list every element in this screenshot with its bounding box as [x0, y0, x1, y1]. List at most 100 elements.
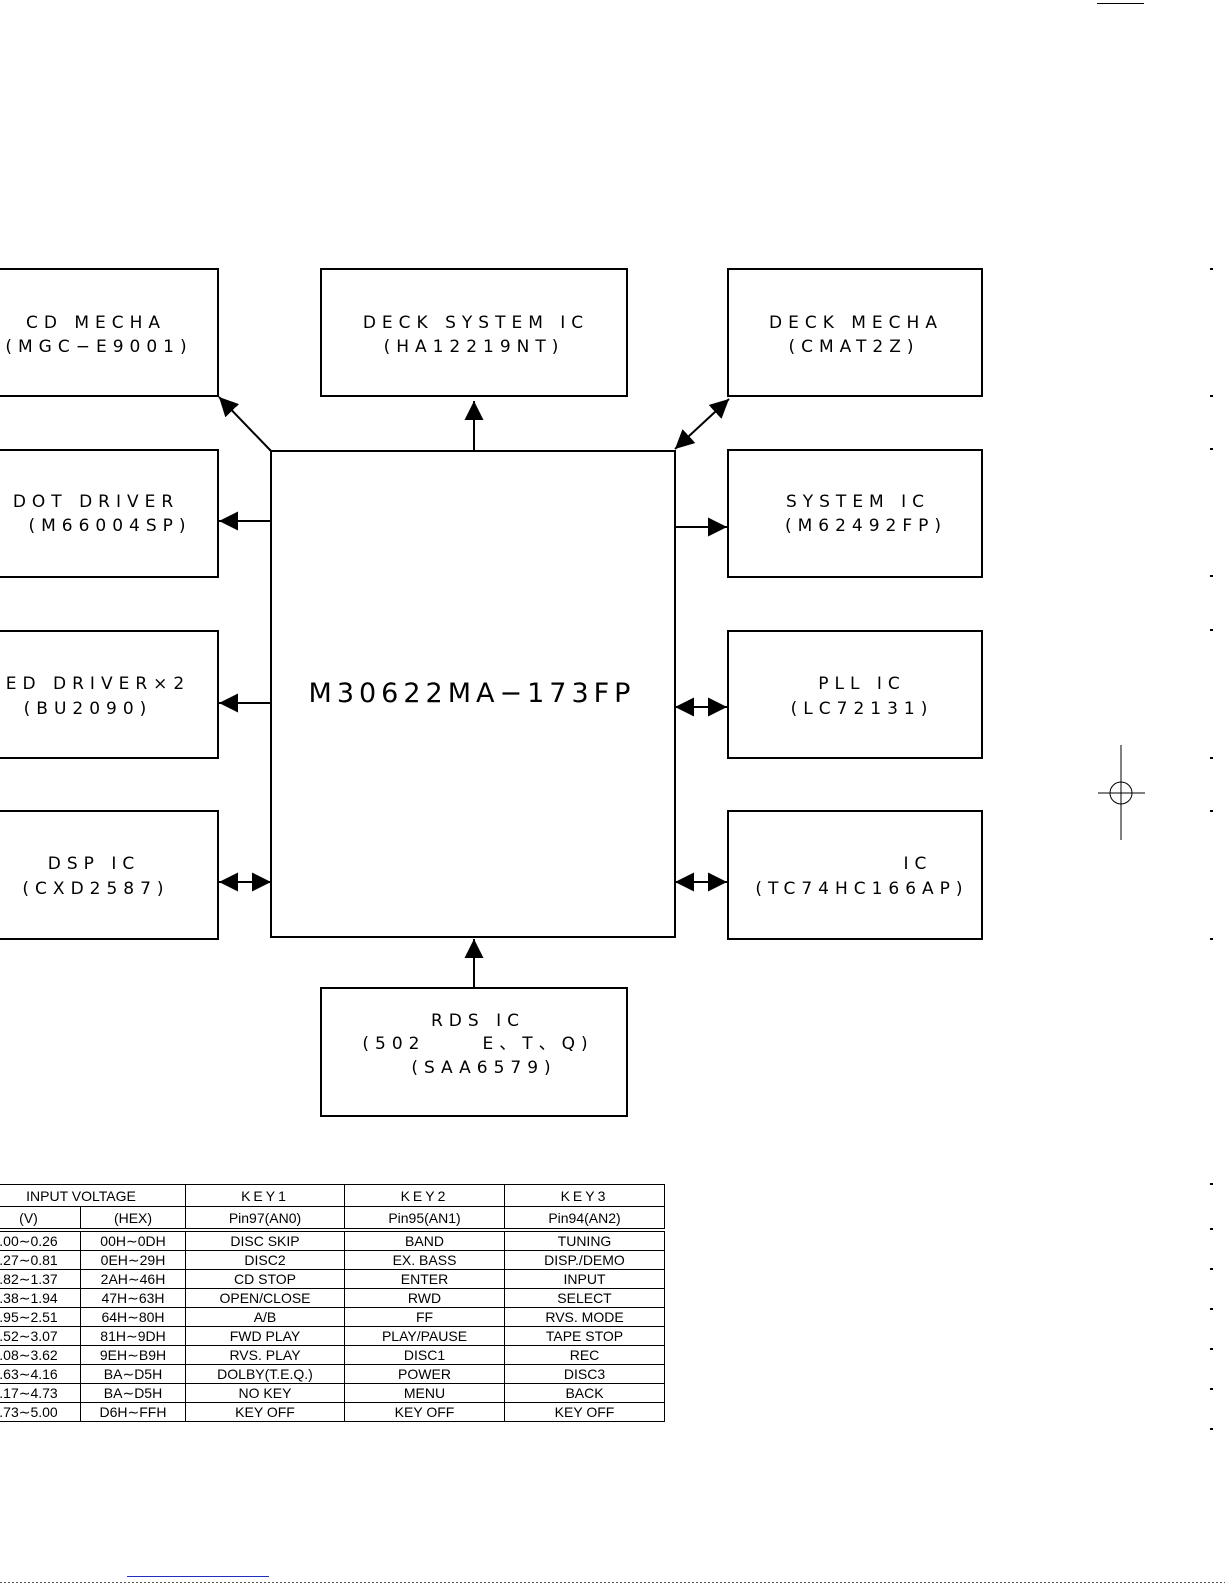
edge-tick: [1210, 575, 1213, 577]
key2-cell: DISC1: [344, 1345, 505, 1365]
rds-ic-variants: (502 E、T、Q): [362, 1034, 593, 1054]
system-ic-block: SYSTEM IC (M62492FP): [727, 449, 983, 578]
tc-ic-label: IC: [904, 854, 933, 874]
key1-cell: DOLBY(T.E.Q.): [185, 1364, 345, 1384]
key1-cell: FWD PLAY: [185, 1326, 345, 1346]
key1-cell: OPEN/CLOSE: [185, 1288, 345, 1308]
system-ic-part: (M62492FP): [785, 516, 947, 536]
key3-cell: TAPE STOP: [504, 1326, 665, 1346]
key1-cell: KEY OFF: [185, 1402, 345, 1422]
voltage-cell: .27∼0.81: [0, 1250, 81, 1270]
arrow-to-cd-mecha: [218, 396, 272, 452]
pll-ic-part: (LC72131): [791, 699, 934, 719]
rds-ic-block: RDS IC (502 E、T、Q) (SAA6579): [320, 987, 628, 1117]
hex-cell: 9EH∼B9H: [80, 1345, 186, 1365]
hex-cell: 81H∼9DH: [80, 1326, 186, 1346]
input-voltage-header: INPUT VOLTAGE: [0, 1184, 186, 1207]
key3-cell: BACK: [504, 1383, 665, 1403]
hex-cell: BA∼D5H: [80, 1383, 186, 1403]
key-voltage-table: INPUT VOLTAGE KEY1 KEY2 KEY3 (V) (HEX) P…: [0, 1184, 665, 1422]
cd-mecha-block: CD MECHA (MGC−E9001): [0, 268, 219, 397]
top-rule: [1097, 3, 1144, 4]
key2-cell: FF: [344, 1307, 505, 1327]
hex-cell: 64H∼80H: [80, 1307, 186, 1327]
registration-mark-icon: [1098, 745, 1145, 840]
key1-cell: DISC SKIP: [185, 1229, 345, 1251]
edge-tick: [1210, 1428, 1213, 1430]
pin3-header: Pin94(AN2): [504, 1206, 665, 1232]
pin2-header: Pin95(AN1): [344, 1206, 505, 1232]
edge-tick: [1210, 629, 1213, 631]
voltage-cell: .73∼5.00: [0, 1402, 81, 1422]
volt-unit-header: (V): [0, 1206, 81, 1232]
key1-cell: A/B: [185, 1307, 345, 1327]
hex-cell: 00H∼0DH: [80, 1229, 186, 1251]
hex-unit-header: (HEX): [80, 1206, 186, 1232]
key2-cell: PLAY/PAUSE: [344, 1326, 505, 1346]
hex-cell: BA∼D5H: [80, 1364, 186, 1384]
led-driver-label: ED DRIVER×2: [6, 674, 190, 694]
dot-driver-block: DOT DRIVER (M66004SP): [0, 449, 219, 578]
voltage-cell: .95∼2.51: [0, 1307, 81, 1327]
edge-tick: [1210, 448, 1213, 450]
key3-cell: REC: [504, 1345, 665, 1365]
arrow-deck-mecha: [674, 398, 730, 450]
key2-cell: EX. BASS: [344, 1250, 505, 1270]
bottom-dotted-edge: [0, 1582, 1225, 1583]
dot-driver-label: DOT DRIVER: [13, 492, 179, 512]
deck-system-ic-part: (HA12219NT): [384, 337, 565, 357]
edge-tick: [1210, 1268, 1213, 1270]
edge-tick: [1210, 1308, 1213, 1310]
pin1-header: Pin97(AN0): [185, 1206, 345, 1232]
key1-cell: RVS. PLAY: [185, 1345, 345, 1365]
edge-tick: [1210, 1228, 1213, 1230]
cd-mecha-label: CD MECHA: [26, 313, 166, 333]
hex-cell: 0EH∼29H: [80, 1250, 186, 1270]
key1-cell: DISC2: [185, 1250, 345, 1270]
key3-cell: RVS. MODE: [504, 1307, 665, 1327]
system-ic-label: SYSTEM IC: [786, 492, 930, 512]
key2-header: KEY2: [344, 1184, 505, 1207]
edge-tick: [1210, 938, 1213, 940]
table-subheader-row: (V) (HEX) Pin97(AN0) Pin95(AN1) Pin94(AN…: [0, 1206, 665, 1232]
key3-cell: DISP./DEMO: [504, 1250, 665, 1270]
edge-tick: [1210, 395, 1213, 397]
deck-system-ic-label: DECK SYSTEM IC: [363, 313, 589, 333]
edge-tick: [1210, 268, 1213, 270]
tc-ic-part: (TC74HC166AP): [755, 879, 968, 899]
key1-cell: NO KEY: [185, 1383, 345, 1403]
tc-ic-block: IC (TC74HC166AP): [727, 810, 983, 940]
dot-driver-part: (M66004SP): [28, 516, 191, 536]
dsp-ic-block: DSP IC (CXD2587): [0, 810, 219, 940]
edge-tick: [1210, 810, 1213, 812]
key3-cell: DISC3: [504, 1364, 665, 1384]
key2-cell: KEY OFF: [344, 1402, 505, 1422]
key3-cell: TUNING: [504, 1229, 665, 1251]
key3-header: KEY3: [504, 1184, 665, 1207]
key2-cell: MENU: [344, 1383, 505, 1403]
dsp-ic-label: DSP IC: [48, 854, 140, 874]
main-ic-label: M30622MA−173FP: [309, 678, 636, 709]
edge-tick: [1210, 1388, 1213, 1390]
key1-header: KEY1: [185, 1184, 345, 1207]
deck-mecha-block: DECK MECHA (CMAT2Z): [727, 268, 983, 397]
key2-cell: ENTER: [344, 1269, 505, 1289]
hex-cell: 47H∼63H: [80, 1288, 186, 1308]
dsp-ic-part: (CXD2587): [22, 879, 169, 899]
hex-cell: D6H∼FFH: [80, 1402, 186, 1422]
bottom-rule: [127, 1576, 269, 1577]
table-header-row: INPUT VOLTAGE KEY1 KEY2 KEY3: [0, 1184, 665, 1207]
led-driver-block: ED DRIVER×2 (BU2090): [0, 630, 219, 759]
deck-mecha-label: DECK MECHA: [769, 313, 943, 333]
rds-ic-label: RDS IC: [431, 1011, 525, 1031]
edge-tick: [1210, 757, 1213, 759]
pll-ic-label: PLL IC: [818, 674, 905, 694]
